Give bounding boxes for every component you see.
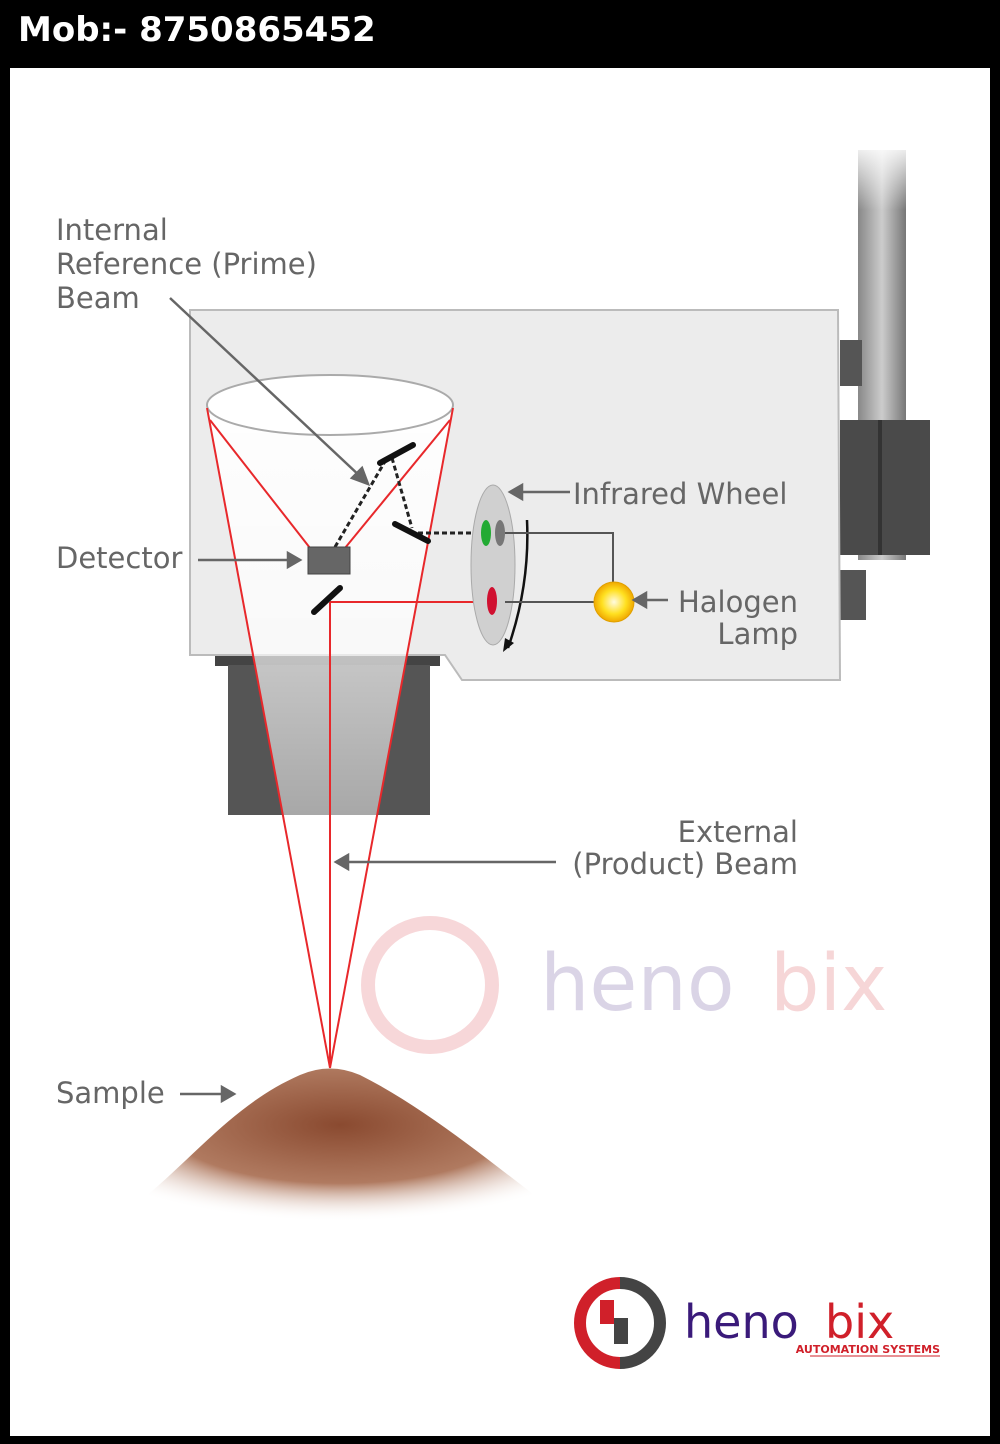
watermark-logo: heno bix [361,916,887,1054]
beam-lines [206,407,490,1069]
halogen-lamp [593,581,635,623]
label-arrows [169,297,668,1104]
cone-rim [206,374,454,436]
label-product-beam: (Product) Beam [572,847,798,881]
label-internal-2: Reference (Prime) [56,247,317,281]
internal-beam-path [333,457,485,548]
label-internal-1: Internal [56,213,168,247]
mobile-number: Mob:- 8750865452 [18,10,376,50]
henobix-logo: heno bix AUTOMATION SYSTEMS [574,1277,940,1369]
label-lamp: Lamp [717,617,798,651]
label-detector: Detector [56,541,182,575]
detector-block [307,546,351,575]
svg-text:bix: bix [770,939,887,1029]
infrared-wheel [470,484,529,652]
mirror-bottom [311,585,343,615]
mirror-mid [392,521,431,544]
label-infrared-wheel: Infrared Wheel [573,477,787,511]
mirror-top [377,442,416,466]
label-internal-3: Beam [56,281,140,315]
header-bar: Mob:- 8750865452 [0,0,1000,68]
logo-name-accent: bix [825,1295,894,1349]
mounting-pole [840,140,930,620]
logo-tagline: AUTOMATION SYSTEMS [796,1343,940,1356]
label-halogen: Halogen [678,585,798,619]
lamp-wire [505,532,614,582]
svg-text:heno: heno [540,939,735,1029]
sample-heap [100,1068,580,1230]
label-external: External [678,815,798,849]
label-sample: Sample [56,1076,165,1110]
logo-name-main: heno [684,1295,799,1349]
